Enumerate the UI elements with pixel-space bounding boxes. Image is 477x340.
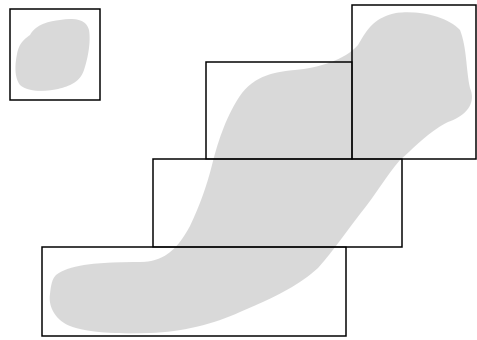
large-blob-shape	[49, 12, 472, 334]
tile-bottom-box	[41, 246, 347, 337]
small-blob-box	[9, 8, 101, 101]
tile-top-right-box	[351, 4, 477, 160]
small-blob-shape	[15, 19, 90, 91]
